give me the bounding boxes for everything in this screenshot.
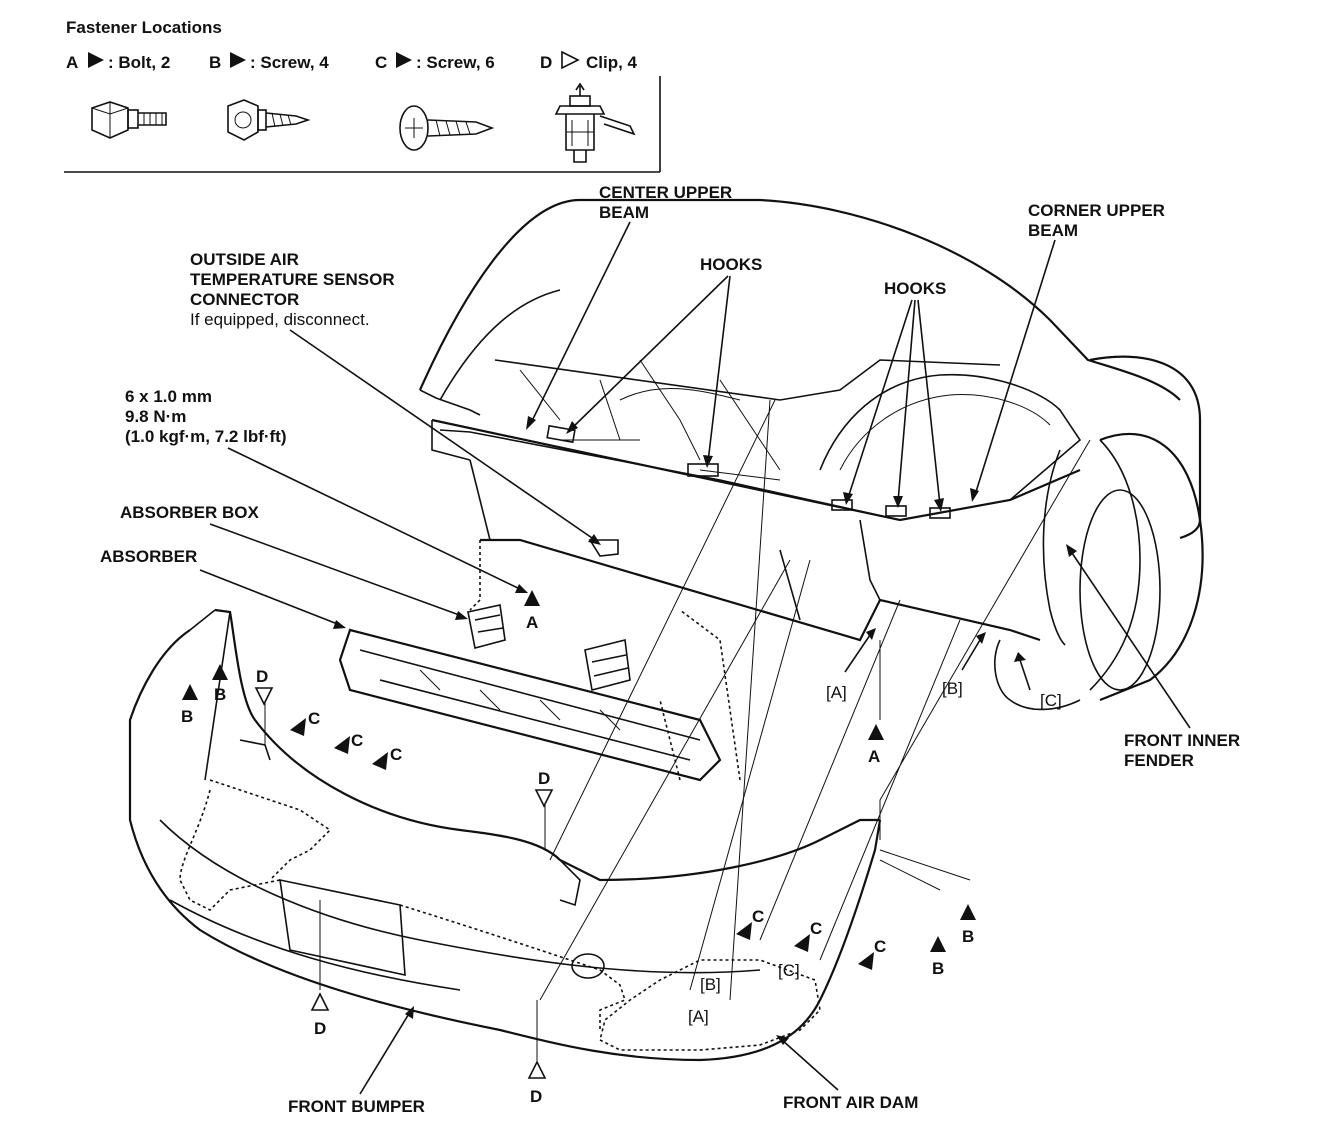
hook	[546, 424, 576, 444]
bracket-marker-c: [C]	[778, 961, 800, 980]
legend-text-b: : Screw, 4	[250, 53, 329, 72]
label-center-upper-beam-line2: BEAM	[599, 203, 649, 222]
marker-c: C	[308, 709, 320, 728]
callouts: CENTER UPPER BEAM CORNER UPPER BEAM HOOK…	[100, 183, 1240, 1116]
marker-c-triangle	[334, 736, 350, 754]
label-hooks-right: HOOKS	[884, 279, 946, 298]
filled-triangle-icon	[230, 52, 246, 68]
legend-text-d: Clip, 4	[586, 53, 638, 72]
marker-c-triangle	[794, 934, 810, 952]
bracket-marker-a: [A]	[688, 1007, 709, 1026]
bracket-marker-b: [B]	[700, 975, 721, 994]
marker-c: C	[810, 919, 822, 938]
label-absorber: ABSORBER	[100, 547, 197, 566]
marker-c-triangle	[290, 718, 306, 736]
absorber-box-left	[467, 604, 506, 649]
bracket-marker-c: [C]	[1040, 691, 1062, 710]
fastener-legend: Fastener Locations A : Bolt, 2 B : Screw…	[64, 18, 661, 173]
marker-d: D	[314, 1019, 326, 1038]
fastener-markers: A A B B B B C C C C C C D D D D [A]	[181, 590, 1062, 1106]
marker-b-triangle	[212, 664, 228, 680]
label-hooks-left: HOOKS	[700, 255, 762, 274]
marker-c-triangle	[736, 922, 752, 940]
absorber	[338, 628, 722, 782]
marker-d-triangle	[254, 687, 274, 706]
marker-a: A	[868, 747, 880, 766]
clip-icon	[554, 82, 636, 163]
label-front-air-dam: FRONT AIR DAM	[783, 1093, 918, 1112]
label-sensor-line2: TEMPERATURE SENSOR	[190, 270, 395, 289]
marker-d-triangle	[534, 789, 554, 808]
marker-b-triangle	[182, 684, 198, 700]
projection-lines	[264, 399, 1091, 1065]
label-spec-line3: (1.0 kgf·m, 7.2 lbf·ft)	[125, 427, 287, 446]
legend-text-c: : Screw, 6	[416, 53, 495, 72]
bolt-icon	[91, 101, 167, 139]
marker-b: B	[181, 707, 193, 726]
marker-d-triangle	[527, 1060, 547, 1079]
legend-key-a: A	[66, 53, 78, 72]
flange-screw-icon	[227, 99, 311, 141]
marker-c: C	[351, 731, 363, 750]
sensor-connector	[588, 539, 619, 557]
label-sensor-note: If equipped, disconnect.	[190, 310, 370, 329]
marker-c: C	[390, 745, 402, 764]
marker-b: B	[214, 685, 226, 704]
front-bumper	[128, 608, 882, 1062]
marker-c-triangle	[372, 752, 388, 770]
marker-d: D	[256, 667, 268, 686]
filled-triangle-icon	[88, 52, 104, 68]
hook	[885, 505, 907, 517]
label-center-upper-beam-line1: CENTER UPPER	[599, 183, 732, 202]
legend-title: Fastener Locations	[66, 18, 222, 37]
car-body-front	[418, 198, 1204, 711]
marker-a-triangle	[868, 724, 884, 740]
legend-key-b: B	[209, 53, 221, 72]
marker-b-triangle	[960, 904, 976, 920]
legend-key-d: D	[540, 53, 552, 72]
hook	[687, 463, 719, 477]
front-air-dam	[599, 959, 821, 1051]
pan-head-screw-icon	[399, 105, 495, 151]
open-triangle-icon	[561, 50, 580, 70]
label-spec-line2: 9.8 N·m	[125, 407, 186, 426]
bracket-marker-b: [B]	[942, 679, 963, 698]
marker-a-triangle	[524, 590, 540, 606]
marker-b-triangle	[930, 936, 946, 952]
hooks	[546, 424, 951, 519]
label-corner-upper-beam-line2: BEAM	[1028, 221, 1078, 240]
label-sensor-line1: OUTSIDE AIR	[190, 250, 299, 269]
marker-c: C	[874, 937, 886, 956]
marker-b: B	[932, 959, 944, 978]
marker-b: B	[962, 927, 974, 946]
label-front-inner-fender-line2: FENDER	[1124, 751, 1194, 770]
legend-key-c: C	[375, 53, 387, 72]
marker-d-triangle	[310, 992, 330, 1011]
label-front-bumper: FRONT BUMPER	[288, 1097, 425, 1116]
marker-d: D	[538, 769, 550, 788]
filled-triangle-icon	[396, 52, 412, 68]
absorber-box-right	[584, 639, 631, 691]
label-sensor-line3: CONNECTOR	[190, 290, 299, 309]
legend-text-a: : Bolt, 2	[108, 53, 170, 72]
bracket-marker-a: [A]	[826, 683, 847, 702]
marker-c-triangle	[858, 952, 874, 970]
label-corner-upper-beam-line1: CORNER UPPER	[1028, 201, 1165, 220]
label-front-inner-fender-line1: FRONT INNER	[1124, 731, 1240, 750]
marker-c: C	[752, 907, 764, 926]
marker-d: D	[530, 1087, 542, 1106]
label-spec-line1: 6 x 1.0 mm	[125, 387, 212, 406]
hidden-lines	[179, 539, 861, 1030]
marker-a: A	[526, 613, 538, 632]
hook	[831, 499, 853, 511]
label-absorber-box: ABSORBER BOX	[120, 503, 260, 522]
